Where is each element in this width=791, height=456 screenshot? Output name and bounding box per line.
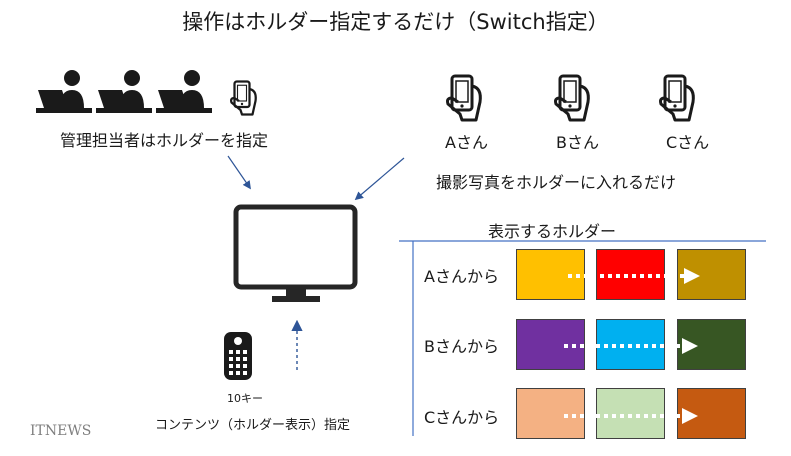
holder-box: [596, 249, 665, 300]
holder-row-label: Bさんから: [424, 337, 499, 356]
monitor-icon: [233, 204, 358, 302]
phone-hand-icon: [554, 74, 590, 122]
photographer-c-label: Cさん: [666, 133, 710, 152]
laptop-user-icon: [156, 70, 212, 113]
laptop-user-icon: [96, 70, 152, 113]
watermark-logo: ITNEWS: [30, 423, 92, 439]
remote-control-icon: [224, 332, 252, 380]
photographer-a-label: Aさん: [445, 133, 488, 152]
holder-box: [516, 388, 585, 439]
phone-hand-icon: [230, 80, 257, 116]
photographer-caption: 撮影写真をホルダーに入れるだけ: [436, 173, 677, 192]
remote-caption: コンテンツ（ホルダー表示）指定: [155, 418, 351, 433]
phone-hand-icon: [446, 74, 482, 122]
holder-heading: 表示するホルダー: [488, 222, 617, 241]
holder-box: [596, 388, 665, 439]
manager-label: 管理担当者はホルダーを指定: [60, 131, 269, 150]
laptop-user-icon: [36, 70, 92, 113]
remote-key-label: 10キー: [227, 392, 263, 405]
diagram-title: 操作はホルダー指定するだけ（Switch指定）: [182, 10, 609, 34]
phone-hand-icon: [659, 74, 695, 122]
photographer-b-label: Bさん: [556, 133, 599, 152]
holder-row-label: Aさんから: [424, 267, 499, 286]
holder-row-label: Cさんから: [424, 408, 500, 427]
holder-box: [516, 249, 585, 300]
